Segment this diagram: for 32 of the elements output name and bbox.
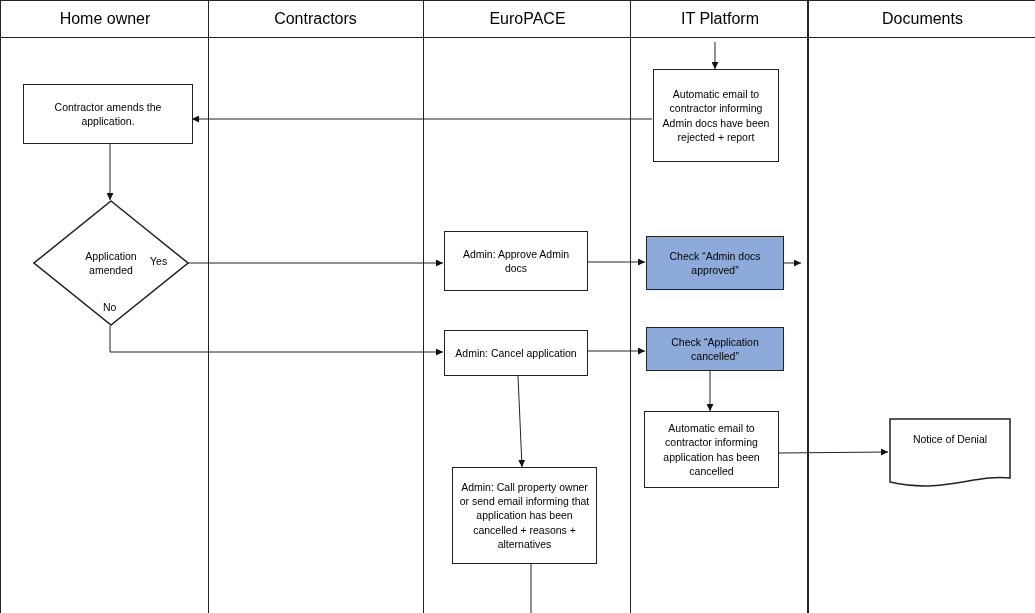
process-box: Check “Admin docs approved” <box>646 236 784 290</box>
arrow <box>777 448 889 456</box>
swimlane <box>630 0 808 613</box>
arrow <box>586 258 646 266</box>
process-box: Check “Application cancelled” <box>646 327 784 371</box>
process-box: Contractor amends the application. <box>23 84 193 144</box>
swimlane <box>423 0 630 613</box>
lane-heading: Home owner <box>1 0 209 38</box>
arrow <box>711 41 719 70</box>
process-box: Automatic email to contractor informing application has been cancelled <box>644 411 779 488</box>
lane-heading: IT Platform <box>631 0 809 38</box>
arrow <box>191 115 653 123</box>
document-shape: Notice of Denial <box>889 418 1011 488</box>
connector-line <box>530 563 532 613</box>
process-box: Admin: Approve Admin docs <box>444 231 588 291</box>
lane-heading: EuroPACE <box>424 0 631 38</box>
arrow <box>106 143 114 201</box>
arrow <box>706 370 714 412</box>
process-box: Admin: Call property owner or send email informing that application has been cancelled + reasons + alternatives <box>452 467 597 564</box>
arrow <box>586 347 646 355</box>
process-box: Admin: Cancel application <box>444 330 588 376</box>
arrow <box>109 325 444 356</box>
lane-heading: Contractors <box>208 0 423 38</box>
arrow <box>517 375 526 468</box>
process-box: Automatic email to contractor informing Admin docs have been rejected + report <box>653 69 779 162</box>
arrow <box>782 259 802 267</box>
edge-label: No <box>103 301 117 313</box>
swimlane <box>0 0 208 613</box>
edge-label: Yes <box>150 255 168 267</box>
swimlane <box>808 0 1035 613</box>
arrow <box>187 259 444 267</box>
lane-heading: Documents <box>809 0 1035 38</box>
